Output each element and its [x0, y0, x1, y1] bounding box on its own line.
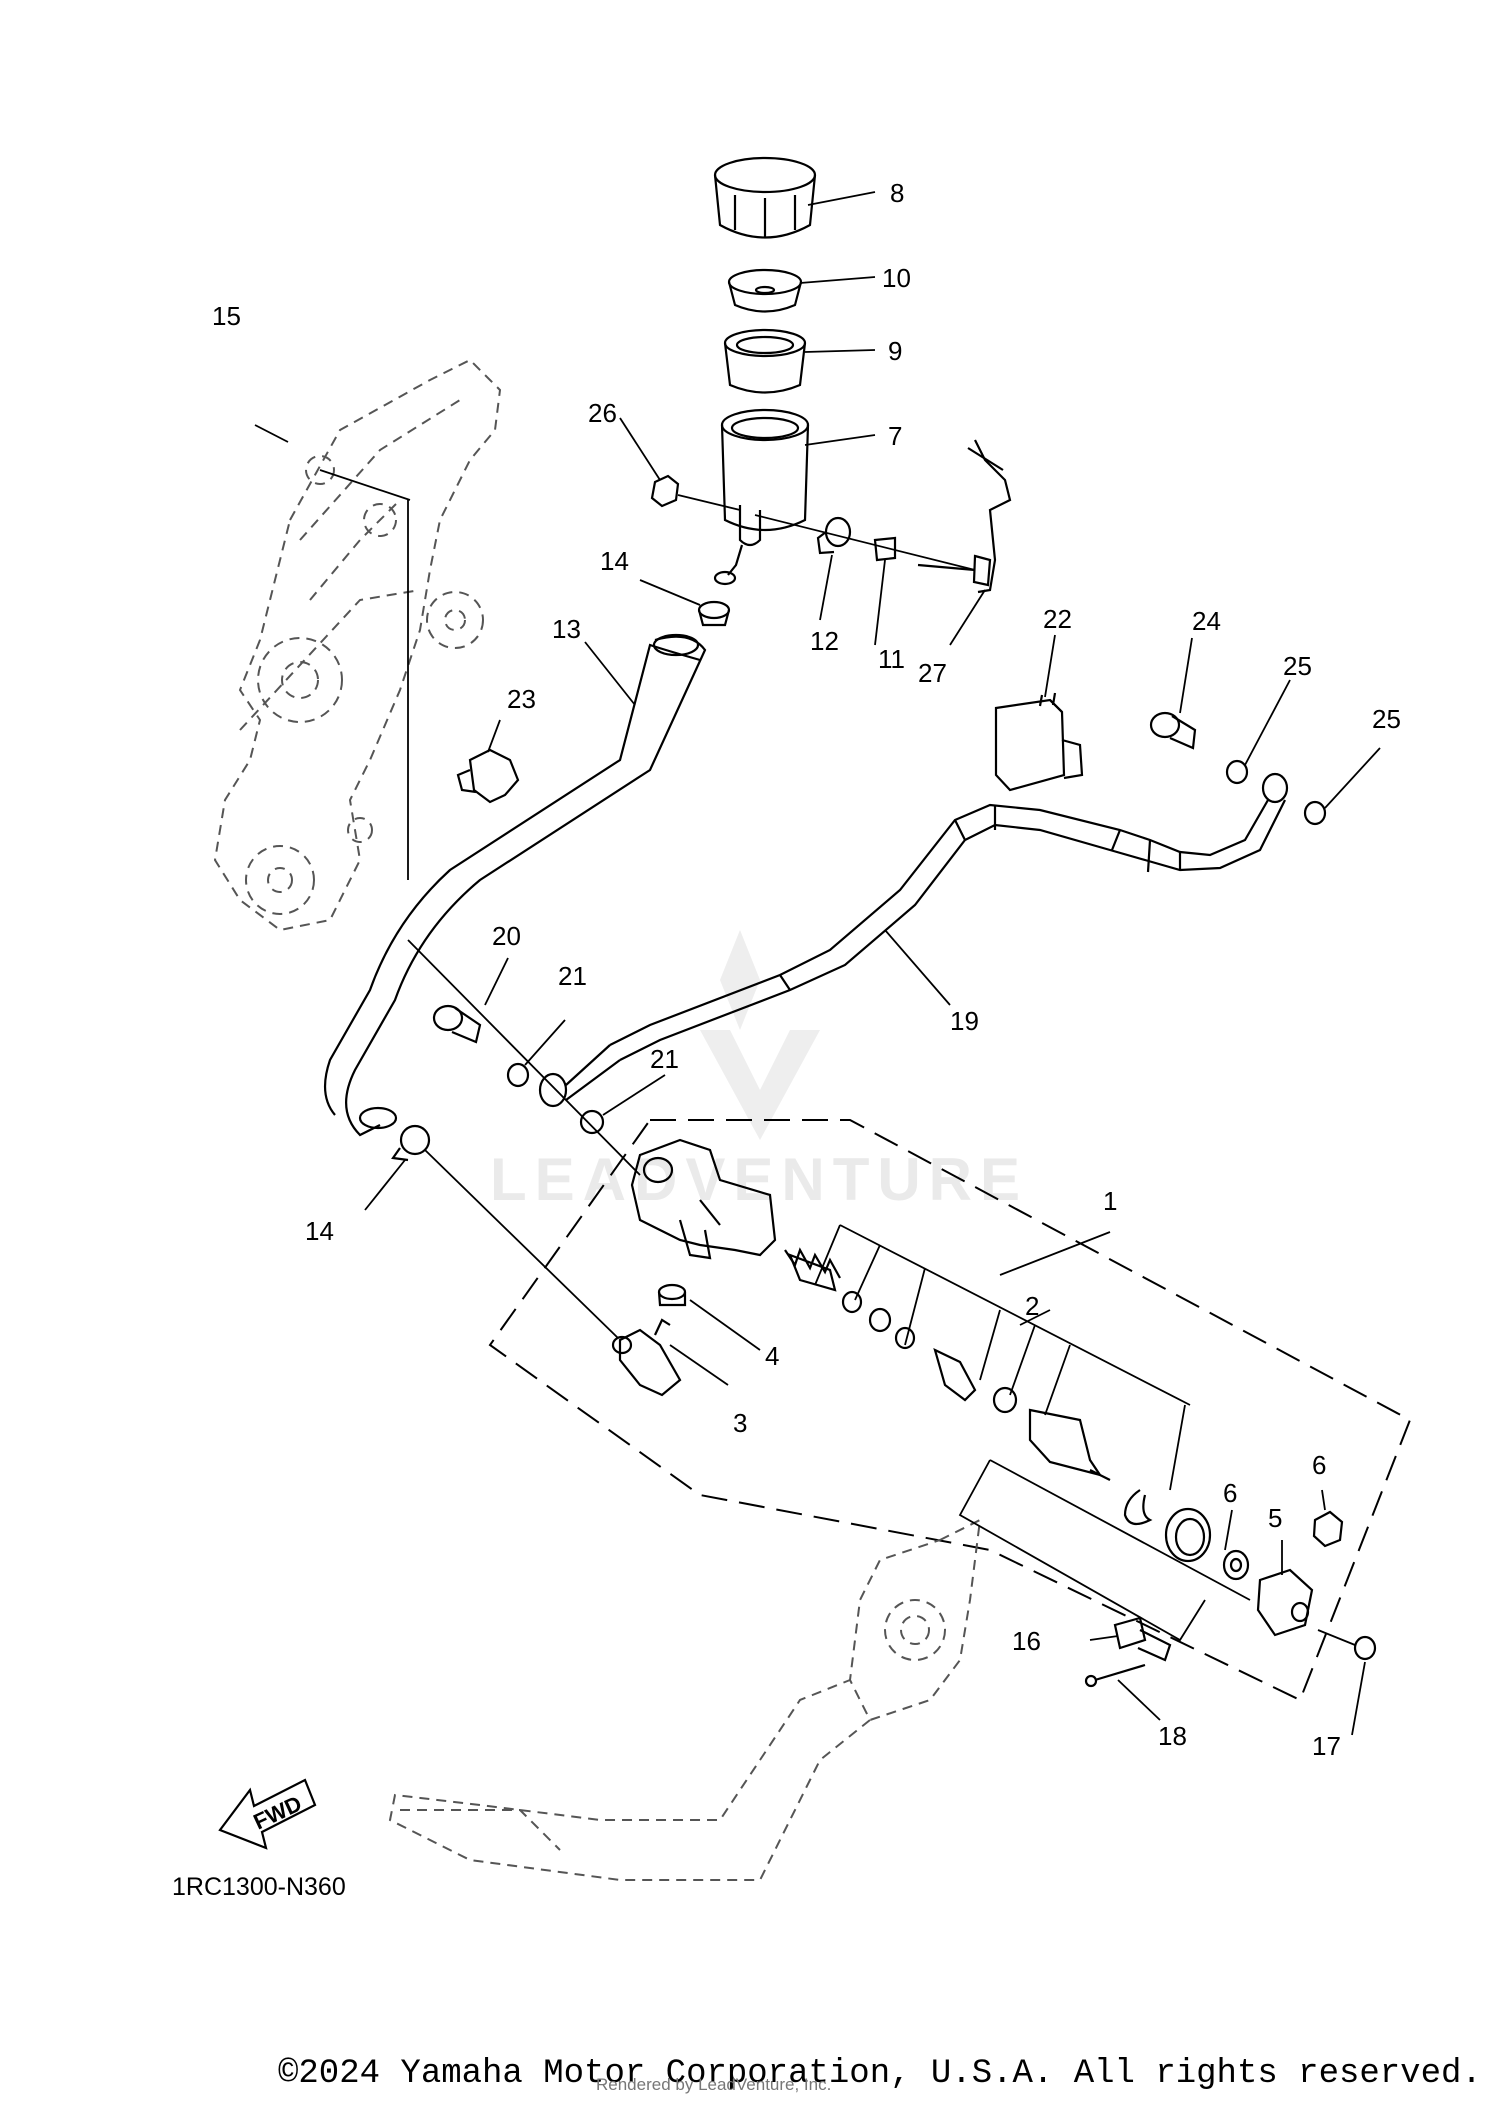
piston-kit-2: [788, 1253, 1111, 1481]
callout-27: 27: [918, 658, 947, 688]
copper-washer-21b: [579, 1109, 605, 1135]
callout-12: 12: [810, 626, 839, 656]
callout-2: 2: [1025, 1291, 1039, 1321]
footrest-bracket-ghost: [213, 358, 502, 932]
callout-21-b: 21: [650, 1044, 679, 1074]
callout-1: 1: [1103, 1186, 1117, 1216]
callout-17: 17: [1312, 1731, 1341, 1761]
nut-6b: [1312, 1510, 1344, 1548]
callout-5: 5: [1268, 1503, 1282, 1533]
callout-7: 7: [888, 421, 902, 451]
clamp-23: [456, 748, 520, 804]
assembly-boundary-outline: [488, 1119, 1412, 1702]
reservoir-hose-13: [323, 633, 707, 1137]
callout-11: 11: [878, 644, 905, 674]
bolt-27: [917, 554, 992, 587]
callout-24: 24: [1192, 606, 1221, 636]
brake-light-switch-22: [994, 692, 1084, 792]
brake-hose-19: [538, 772, 1289, 1108]
watermark-text: LEADVENTURE: [490, 1146, 1028, 1213]
fwd-label: FWD: [250, 1791, 306, 1835]
copper-washer-21a: [506, 1062, 530, 1088]
copper-washer-25b: [1303, 800, 1327, 826]
clevis-5: [1256, 1568, 1314, 1637]
hose-clip-14-top: [697, 600, 731, 627]
callout-6-b: 6: [1312, 1450, 1326, 1480]
brake-pedal-ghost: [388, 1518, 982, 1881]
callout-16: 16: [1012, 1626, 1041, 1656]
collar-11: [873, 536, 897, 562]
cotter-pin-18: [1084, 1663, 1146, 1688]
callout-22: 22: [1043, 604, 1072, 634]
bolt-26: [650, 474, 741, 511]
callout-21-a: 21: [558, 961, 587, 991]
diaphragm: [723, 328, 807, 394]
master-cylinder-body: [630, 1138, 777, 1260]
boot: [1164, 1507, 1212, 1563]
callout-20: 20: [492, 921, 521, 951]
callout-13: 13: [552, 614, 581, 644]
hose-clip-14-lower: [391, 1124, 431, 1162]
callout-25-b: 25: [1372, 704, 1401, 734]
callout-numbers: 8 10 9 7 26 14 12 11 27 22 24 25 25 15 2…: [212, 178, 1401, 1761]
callout-15: 15: [212, 301, 241, 331]
callout-23: 23: [507, 684, 536, 714]
union-bolt-20: [432, 1004, 482, 1044]
diaphragm-plate: [727, 268, 803, 313]
callout-8: 8: [890, 178, 904, 208]
callout-18: 18: [1158, 1721, 1187, 1751]
nut-6a: [1222, 1549, 1250, 1581]
diagram-code: 1RC1300-N360: [172, 1873, 346, 1901]
washer-17: [1353, 1635, 1377, 1661]
leader-lines: [254, 191, 1381, 1736]
callout-3: 3: [733, 1408, 747, 1438]
hose-elbow-3: [611, 1318, 682, 1397]
reservoir-cap: [713, 156, 817, 239]
fwd-arrow-icon: FWD: [218, 1778, 317, 1850]
callout-9: 9: [888, 336, 902, 366]
union-bolt-24: [1149, 711, 1197, 750]
callout-14-lower: 14: [305, 1216, 334, 1246]
callout-25-a: 25: [1283, 651, 1312, 681]
copyright-footer: ©2024 Yamaha Motor Corporation, U.S.A. A…: [278, 2055, 1482, 2093]
callout-19: 19: [950, 1006, 979, 1036]
callout-4: 4: [765, 1341, 779, 1371]
callout-6-a: 6: [1223, 1478, 1237, 1508]
copper-washer-25a: [1225, 759, 1249, 785]
circlip: [1123, 1489, 1153, 1526]
callout-14-top: 14: [600, 546, 629, 576]
rendered-by-credit: Rendered by LeadVenture, Inc.: [596, 2075, 832, 2094]
hose-joint-4: [657, 1283, 687, 1307]
watermark: LEADVENTURE: [490, 930, 1028, 1213]
callout-10: 10: [882, 263, 911, 293]
spring: [784, 1247, 841, 1279]
pin-16: [1113, 1616, 1172, 1662]
reservoir-tank: [713, 408, 810, 586]
callout-26: 26: [588, 398, 617, 428]
reservoir-bracket: [967, 439, 1012, 594]
